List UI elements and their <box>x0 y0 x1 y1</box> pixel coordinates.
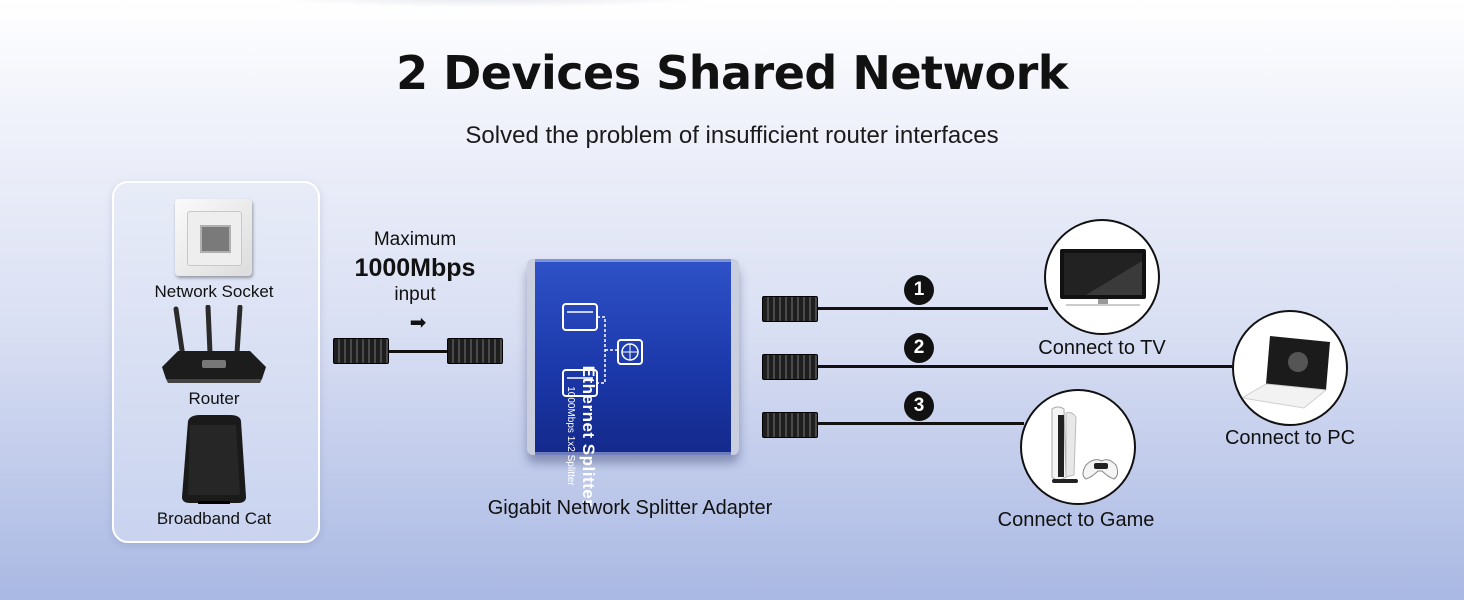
splitter-device <box>527 259 739 455</box>
source-label-router: Router <box>188 389 240 408</box>
rj45-connector-icon <box>762 412 818 438</box>
input-caption-bottom: input <box>394 284 436 305</box>
game-circle <box>1020 389 1136 505</box>
rj45-connector-icon <box>333 338 389 364</box>
cable-line <box>389 349 447 353</box>
rj45-connector-icon <box>762 354 818 380</box>
tv-icon <box>1060 249 1146 306</box>
splitter-edge-right <box>731 259 739 455</box>
laptop-circle <box>1232 310 1348 426</box>
rj45-connector-icon <box>447 338 503 364</box>
laptop-icon <box>1240 336 1330 409</box>
output-label-game: Connect to Game <box>997 509 1155 531</box>
router-icon <box>162 305 266 383</box>
modem-icon <box>182 415 246 504</box>
output-number-1: 1 <box>904 275 934 305</box>
arrow-right-icon: ➡ <box>409 312 427 334</box>
game-console-icon <box>1051 406 1119 483</box>
input-speed: 1000Mbps <box>354 254 476 282</box>
tv-circle <box>1044 219 1160 335</box>
source-label-modem: Broadband Cat <box>156 509 272 528</box>
output-label-tv: Connect to TV <box>1038 337 1166 359</box>
input-cable <box>333 338 503 364</box>
top-shadow <box>235 0 745 8</box>
output-number-2: 2 <box>904 333 934 363</box>
rj45-connector-icon <box>762 296 818 322</box>
output-number-3: 3 <box>904 391 934 421</box>
output-line-3 <box>818 422 1024 425</box>
splitter-caption: Gigabit Network Splitter Adapter <box>487 497 773 519</box>
output-line-2 <box>818 365 1232 368</box>
input-caption-top: Maximum <box>373 229 457 250</box>
source-label-socket: Network Socket <box>154 282 274 301</box>
socket-port <box>200 225 231 253</box>
page-subtitle: Solved the problem of insufficient route… <box>465 122 999 149</box>
page-title: 2 Devices Shared Network <box>396 46 1068 100</box>
splitter-edge-left <box>527 259 535 455</box>
splitter-diagram-icon <box>562 303 643 397</box>
output-label-pc: Connect to PC <box>1224 427 1356 449</box>
output-line-1 <box>818 307 1048 310</box>
